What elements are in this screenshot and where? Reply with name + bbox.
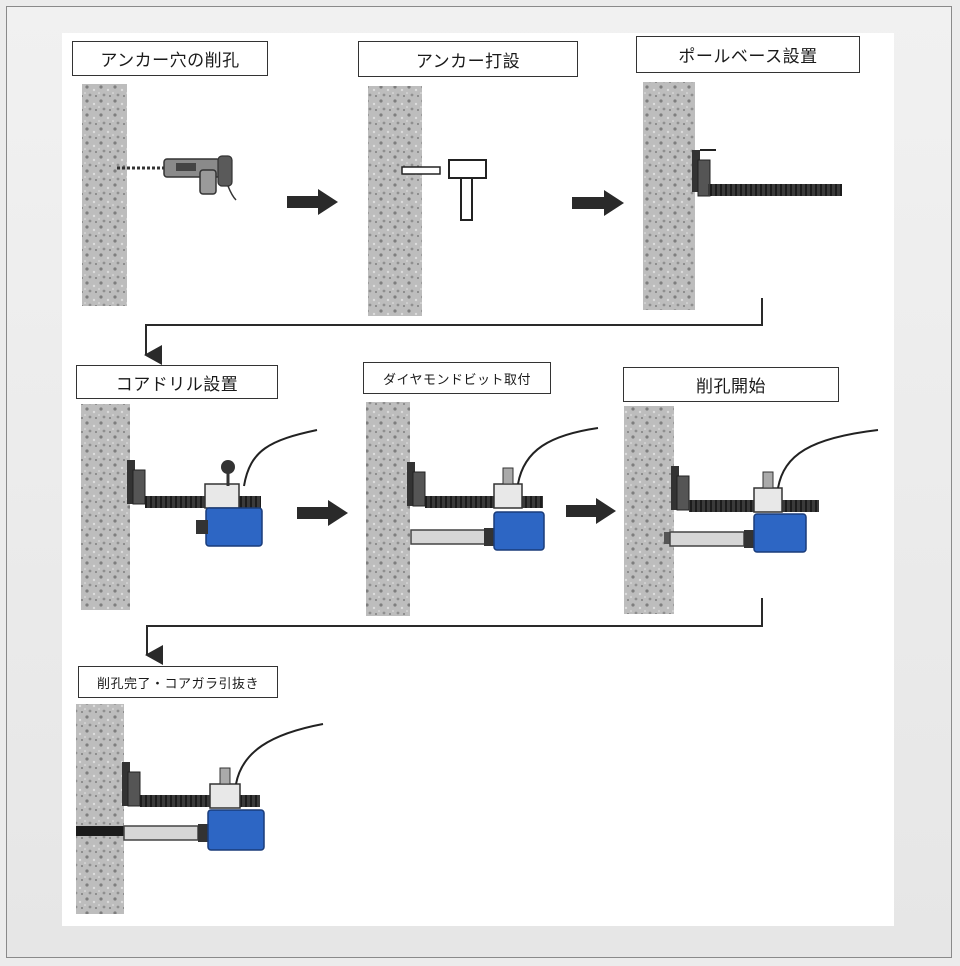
drill-motor-7 (207, 809, 265, 851)
wall-5 (366, 402, 410, 616)
step2-label: アンカー打設 (358, 41, 578, 77)
wall-7a (76, 704, 124, 826)
step5-label: ダイヤモンドビット取付 (363, 362, 551, 394)
diamond-bit-6 (669, 531, 745, 547)
arrow-right-4 (566, 498, 616, 524)
anchor (401, 166, 441, 175)
drill-motor-4 (205, 507, 263, 547)
connector-2 (145, 598, 763, 665)
step6-label: 削孔開始 (623, 367, 839, 402)
step6-illustration (624, 406, 879, 614)
wall-4 (81, 404, 130, 610)
wall-6 (624, 406, 674, 614)
drill-motor-5 (493, 511, 545, 551)
arrow-right-2 (572, 190, 624, 216)
wall-3 (643, 82, 695, 310)
step1-label: アンカー穴の削孔 (72, 41, 268, 76)
step2-illustration (368, 86, 487, 316)
wall-7b (76, 836, 124, 914)
connector-1 (144, 298, 763, 365)
arrow-right-1 (287, 189, 338, 215)
step5-illustration (366, 402, 599, 616)
diamond-bit-5 (410, 529, 486, 545)
core-hole (76, 826, 124, 836)
wall-2 (368, 86, 422, 316)
step3-illustration (643, 82, 842, 310)
step7-label: 削孔完了・コアガラ引抜き (78, 666, 278, 698)
drill-motor-6 (753, 513, 807, 553)
step3-label: ポールベース設置 (636, 36, 860, 73)
diamond-bit-7 (123, 825, 199, 841)
hammer-head (448, 159, 487, 179)
step4-illustration (81, 404, 318, 610)
step4-label: コアドリル設置 (76, 365, 278, 399)
pole-rack (708, 184, 842, 196)
hammer-handle (460, 177, 473, 221)
wall-1 (82, 84, 127, 306)
step7-illustration (76, 704, 324, 914)
step1-illustration (82, 84, 237, 306)
arrow-right-3 (297, 500, 348, 526)
